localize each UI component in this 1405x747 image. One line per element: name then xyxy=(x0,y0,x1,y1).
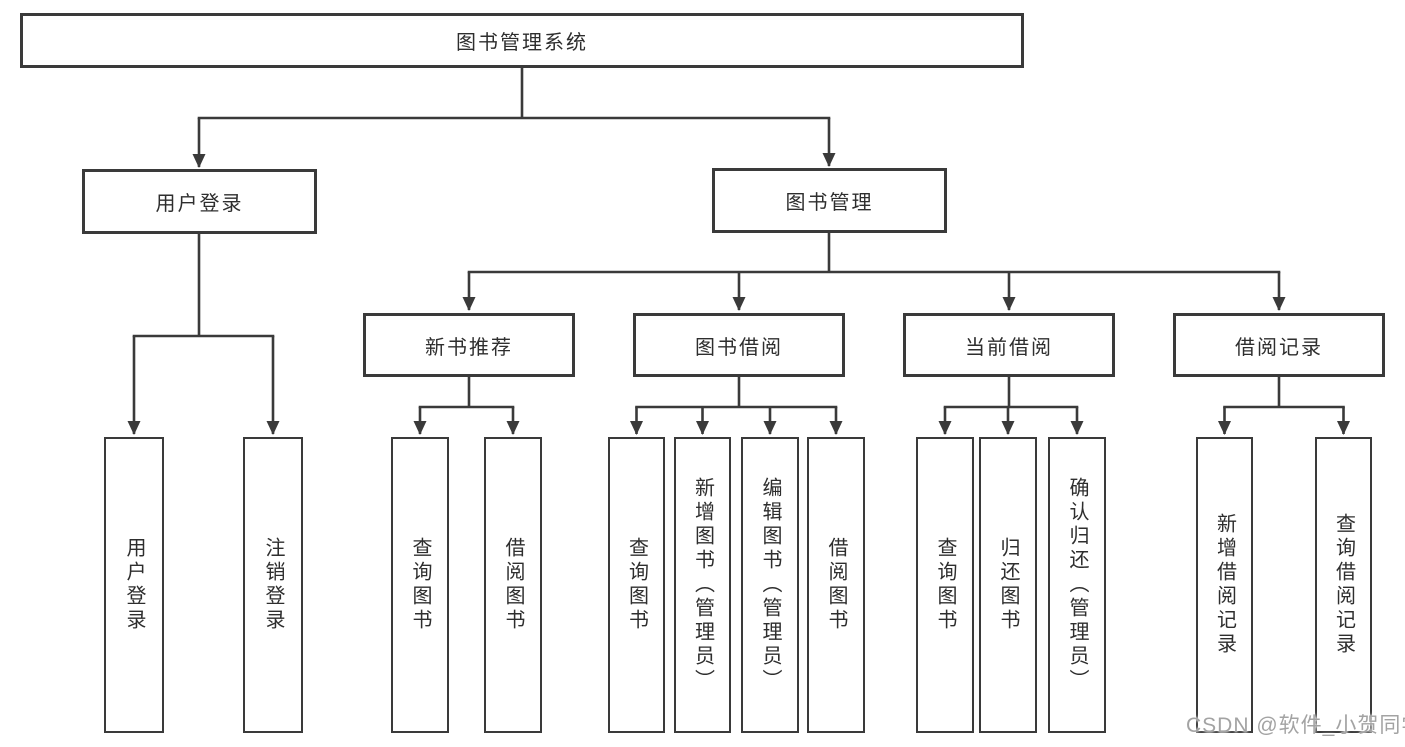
node-bb-borrow-books: 借阅图书 xyxy=(807,437,865,733)
node-bb-borrow-books-label: 借阅图书 xyxy=(825,537,847,633)
node-bb-query-books: 查询图书 xyxy=(608,437,665,733)
node-bb-edit-books: 编辑图书（管理员） xyxy=(741,437,799,733)
node-cb-return-books-label: 归还图书 xyxy=(997,537,1019,633)
node-nbr-query-books-label: 查询图书 xyxy=(409,537,431,633)
node-login: 用户登录 xyxy=(104,437,164,733)
node-br-add-record-label: 新增借阅记录 xyxy=(1213,513,1236,657)
node-br-add-record: 新增借阅记录 xyxy=(1196,437,1253,733)
node-book-borrow: 图书借阅 xyxy=(633,313,845,377)
node-current-borrow: 当前借阅 xyxy=(903,313,1115,377)
node-new-book-recommend: 新书推荐 xyxy=(363,313,575,377)
node-nbr-borrow-books-label: 借阅图书 xyxy=(502,537,524,633)
node-bb-add-books-label: 新增图书（管理员） xyxy=(691,477,714,693)
node-borrow-records: 借阅记录 xyxy=(1173,313,1385,377)
node-login-label: 用户登录 xyxy=(123,537,145,633)
node-root: 图书管理系统 xyxy=(20,13,1024,68)
node-bb-add-books: 新增图书（管理员） xyxy=(674,437,731,733)
node-cb-confirm-return: 确认归还（管理员） xyxy=(1048,437,1106,733)
node-nbr-query-books: 查询图书 xyxy=(391,437,449,733)
node-cb-query-books-label: 查询图书 xyxy=(934,537,956,633)
node-cb-query-books: 查询图书 xyxy=(916,437,974,733)
node-user-login: 用户登录 xyxy=(82,169,317,234)
node-nbr-borrow-books: 借阅图书 xyxy=(484,437,542,733)
node-br-query-record: 查询借阅记录 xyxy=(1315,437,1372,733)
node-book-management: 图书管理 xyxy=(712,168,947,233)
node-bb-edit-books-label: 编辑图书（管理员） xyxy=(759,477,781,693)
node-cb-return-books: 归还图书 xyxy=(979,437,1037,733)
node-logout: 注销登录 xyxy=(243,437,303,733)
node-br-query-record-label: 查询借阅记录 xyxy=(1332,513,1355,657)
node-cb-confirm-return-label: 确认归还（管理员） xyxy=(1066,477,1088,693)
node-bb-query-books-label: 查询图书 xyxy=(625,537,648,633)
node-logout-label: 注销登录 xyxy=(262,537,284,633)
csdn-watermark: CSDN @软件_小贺同学 xyxy=(1186,714,1405,737)
